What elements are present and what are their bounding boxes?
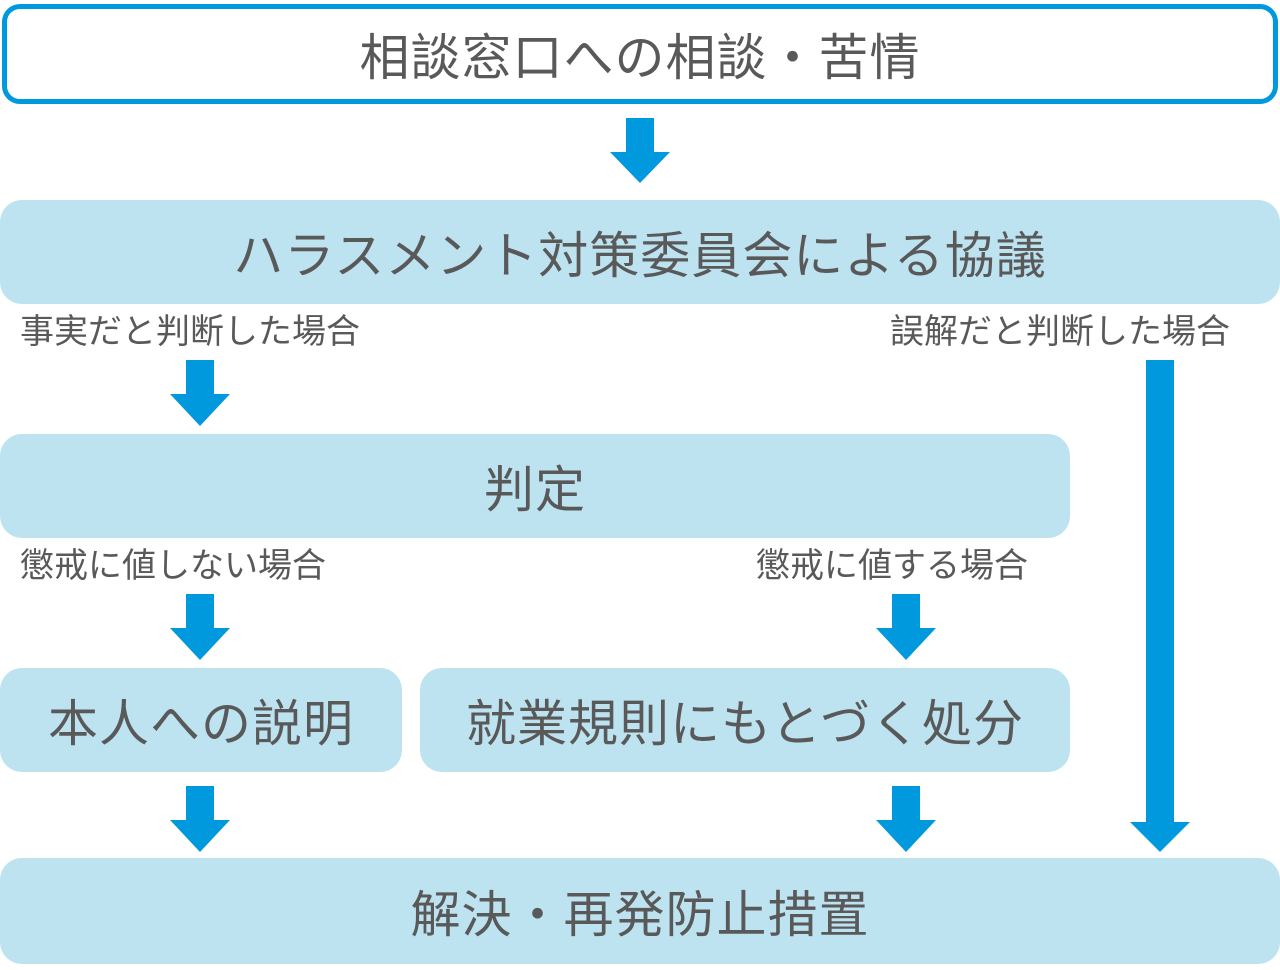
arrow-to-explanation (170, 594, 230, 660)
arrow-to-judgment (170, 360, 230, 426)
committee-box: ハラスメント対策委員会による協議 (0, 200, 1280, 304)
resolution-box-label: 解決・再発防止措置 (410, 886, 870, 944)
warrant-label: 懲戒に値する場合 (756, 546, 1028, 586)
explanation-box: 本人への説明 (0, 668, 402, 772)
resolution-box: 解決・再発防止措置 (0, 858, 1280, 964)
misunderstanding-label: 誤解だと判断した場合 (890, 312, 1230, 352)
arrow-to-committee (610, 118, 670, 183)
consultation-box: 相談窓口への相談・苦情 (2, 4, 1278, 104)
consultation-box-label: 相談窓口への相談・苦情 (359, 29, 921, 87)
judgment-box: 判定 (0, 434, 1070, 538)
disciplinary-box-label: 就業規則にもとづく処分 (466, 695, 1024, 753)
not-warrant-label: 懲戒に値しない場合 (20, 546, 326, 586)
explanation-box-label: 本人への説明 (48, 695, 354, 753)
committee-box-label: ハラスメント対策委員会による協議 (233, 227, 1047, 285)
disciplinary-box: 就業規則にもとづく処分 (420, 668, 1070, 772)
arrow-explanation-to-resolution (170, 786, 230, 852)
arrow-to-disciplinary (876, 594, 936, 660)
arrow-disciplinary-to-resolution (876, 786, 936, 852)
judgment-box-label: 判定 (484, 461, 586, 519)
fact-label: 事実だと判断した場合 (20, 312, 360, 352)
arrow-misunderstanding-to-resolution (1130, 360, 1190, 852)
